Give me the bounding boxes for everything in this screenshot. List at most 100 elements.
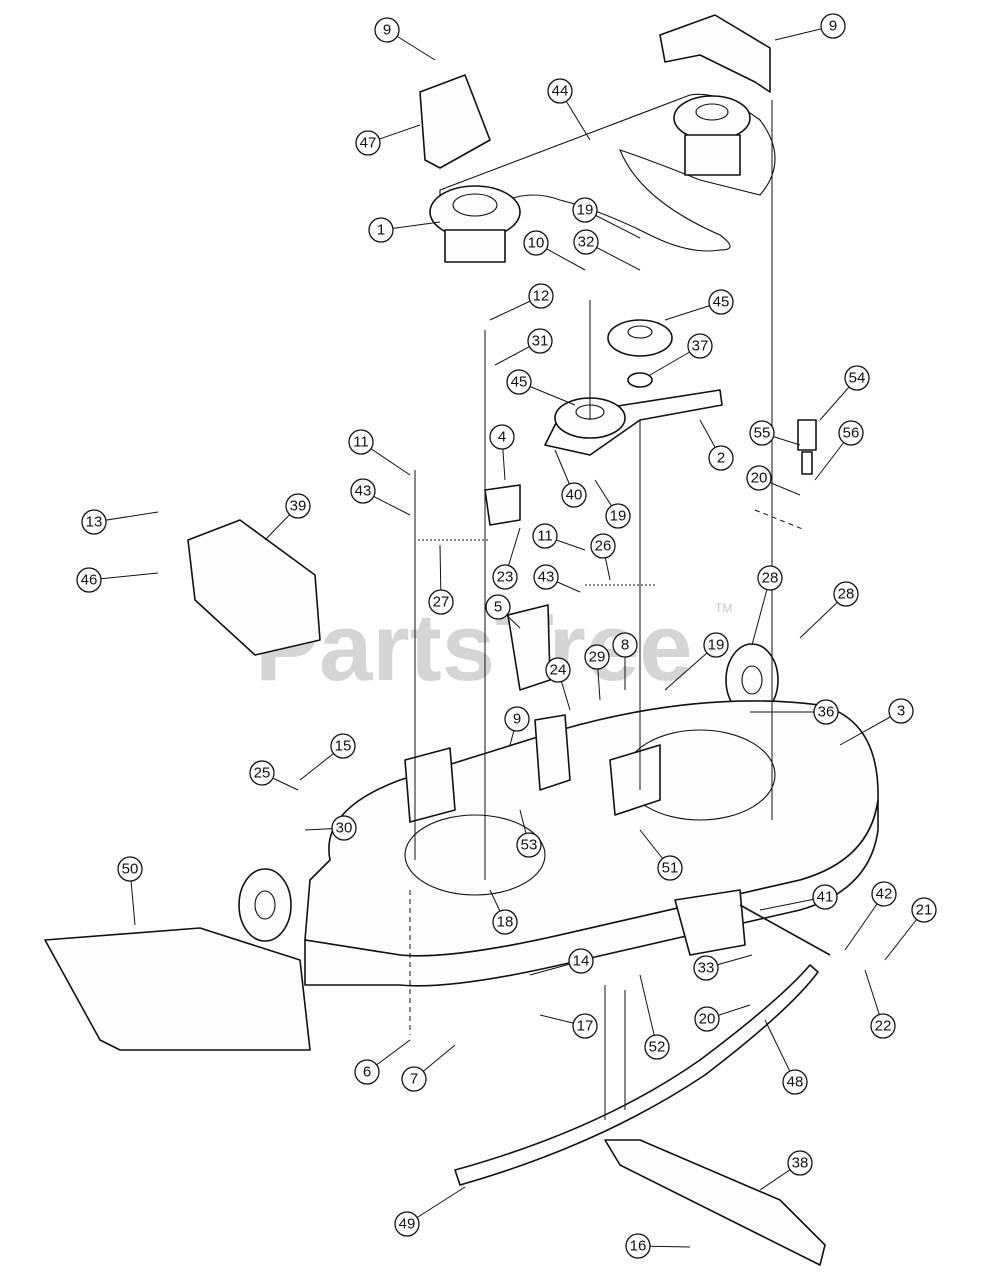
callout-45: 45 [664, 289, 734, 321]
callout-circle [787, 1150, 813, 1176]
gauge-wheel-left [238, 868, 292, 942]
callout-20: 20 [694, 1004, 751, 1032]
callout-number: 9 [829, 18, 837, 35]
callout-number: 46 [81, 572, 98, 589]
callout-number: 56 [843, 425, 860, 442]
callout-circle [350, 478, 376, 504]
callout-number: 26 [595, 538, 612, 555]
callout-number: 39 [290, 498, 307, 515]
callout-9: 9 [774, 13, 846, 41]
callout-45: 45 [506, 369, 576, 406]
callout-18: 18 [489, 889, 518, 935]
callout-number: 7 [410, 1071, 418, 1088]
callout-circle [523, 230, 549, 256]
callout-15: 15 [299, 733, 356, 781]
callout-circle [527, 328, 553, 354]
callout-number: 8 [621, 637, 629, 654]
callout-24: 24 [545, 657, 571, 711]
callout-circle [532, 523, 558, 549]
callout-number: 21 [916, 902, 933, 919]
callout-circle [625, 1233, 651, 1259]
callout-circle [590, 533, 616, 559]
callout-number: 12 [533, 288, 550, 305]
callout-circle [504, 706, 530, 732]
callout-circle [428, 589, 454, 615]
callout-43: 43 [350, 478, 411, 516]
callout-32: 32 [573, 229, 641, 271]
callout-circle [561, 482, 587, 508]
callout-circle [506, 369, 532, 395]
callout-number: 45 [713, 294, 730, 311]
callout-number: 50 [122, 861, 139, 878]
callout-13: 13 [81, 509, 159, 535]
callout-number: 30 [336, 820, 353, 837]
callout-40: 40 [554, 449, 587, 508]
callout-circle [368, 217, 394, 243]
callout-circle [545, 657, 571, 683]
adjustment-knob [797, 419, 817, 451]
front-link [454, 964, 819, 1186]
callout-number: 51 [662, 860, 679, 877]
callout-7: 7 [401, 1044, 456, 1092]
callout-52: 52 [639, 974, 670, 1060]
callout-number: 53 [521, 837, 538, 854]
callout-circle [693, 955, 719, 981]
discharge-chute [44, 927, 311, 1051]
callout-circle [285, 493, 311, 519]
callout-number: 27 [433, 594, 450, 611]
callout-43: 43 [533, 564, 581, 593]
callout-48: 48 [764, 1019, 808, 1095]
callout-number: 42 [876, 886, 893, 903]
callout-circle [355, 130, 381, 156]
callout-number: 47 [360, 135, 377, 152]
callout-number: 10 [528, 235, 545, 252]
callout-41: 41 [759, 884, 838, 911]
callout-number: 43 [355, 483, 372, 500]
callout-circle [348, 429, 374, 455]
callout-number: 49 [399, 1216, 416, 1233]
callout-number: 45 [511, 374, 528, 391]
callout-circle [489, 424, 515, 450]
callout-circle [888, 698, 914, 724]
callout-number: 19 [610, 508, 627, 525]
callout-circle [911, 897, 937, 923]
callout-number: 3 [897, 703, 905, 720]
callout-circle [528, 283, 554, 309]
callout-10: 10 [523, 230, 586, 271]
adjustment-stud [801, 451, 813, 475]
callout-27: 27 [428, 544, 454, 615]
callout-circle [547, 78, 573, 104]
callout-28: 28 [799, 581, 859, 639]
callout-53: 53 [516, 809, 542, 858]
callout-circle [573, 229, 599, 255]
callout-circle [820, 13, 846, 39]
callout-circle [81, 509, 107, 535]
callout-circle [401, 1066, 427, 1092]
front-hanger [404, 747, 456, 823]
rear-hanger [609, 744, 661, 816]
callout-17: 17 [539, 1013, 598, 1039]
callout-3: 3 [839, 698, 914, 746]
idler-pulley-upper [607, 319, 673, 357]
callout-number: 52 [649, 1039, 666, 1056]
callout-number: 11 [353, 434, 369, 451]
callout-12: 12 [489, 283, 554, 321]
callout-number: 32 [578, 234, 595, 251]
callout-number: 25 [254, 765, 271, 782]
callout-circle [838, 420, 864, 446]
callout-circle [844, 365, 870, 391]
deck-cover [187, 519, 321, 656]
callout-28: 28 [751, 565, 783, 646]
callout-circle [612, 632, 638, 658]
callout-circle [568, 948, 594, 974]
callout-number: 22 [875, 1018, 892, 1035]
callout-36: 36 [750, 699, 839, 725]
callout-number: 5 [494, 599, 502, 616]
callout-number: 37 [692, 338, 709, 355]
pivot-bracket [484, 484, 521, 526]
callout-4: 4 [489, 424, 515, 481]
callout-49: 49 [394, 1186, 466, 1237]
callout-circle [870, 1013, 896, 1039]
callout-number: 54 [849, 370, 866, 387]
